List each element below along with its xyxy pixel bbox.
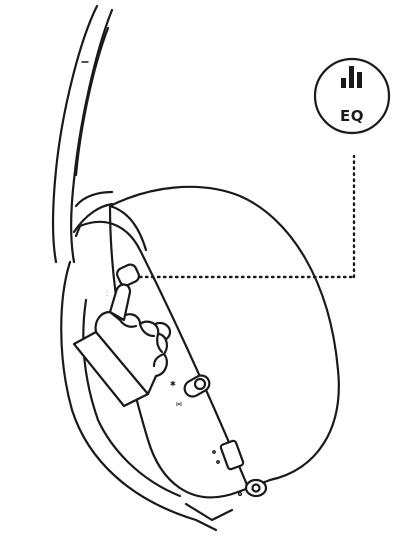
charging-port bbox=[212, 439, 245, 471]
svg-text:✱: ✱ bbox=[170, 380, 176, 388]
svg-text:⫶: ⫶ bbox=[106, 289, 108, 298]
svg-text:⋈: ⋈ bbox=[176, 401, 182, 408]
slider-switch: ✱ ⋈ bbox=[170, 374, 211, 408]
eq-button: ⫶ bbox=[106, 263, 140, 298]
ear-cushion bbox=[60, 260, 218, 532]
callout-leader-line bbox=[138, 154, 356, 279]
audio-jack bbox=[237, 478, 268, 498]
eq-callout: EQ bbox=[313, 57, 391, 135]
equalizer-bars-icon bbox=[341, 66, 362, 88]
pointing-hand bbox=[72, 283, 168, 408]
eq-label: EQ bbox=[340, 107, 364, 125]
headband bbox=[51, 4, 114, 264]
